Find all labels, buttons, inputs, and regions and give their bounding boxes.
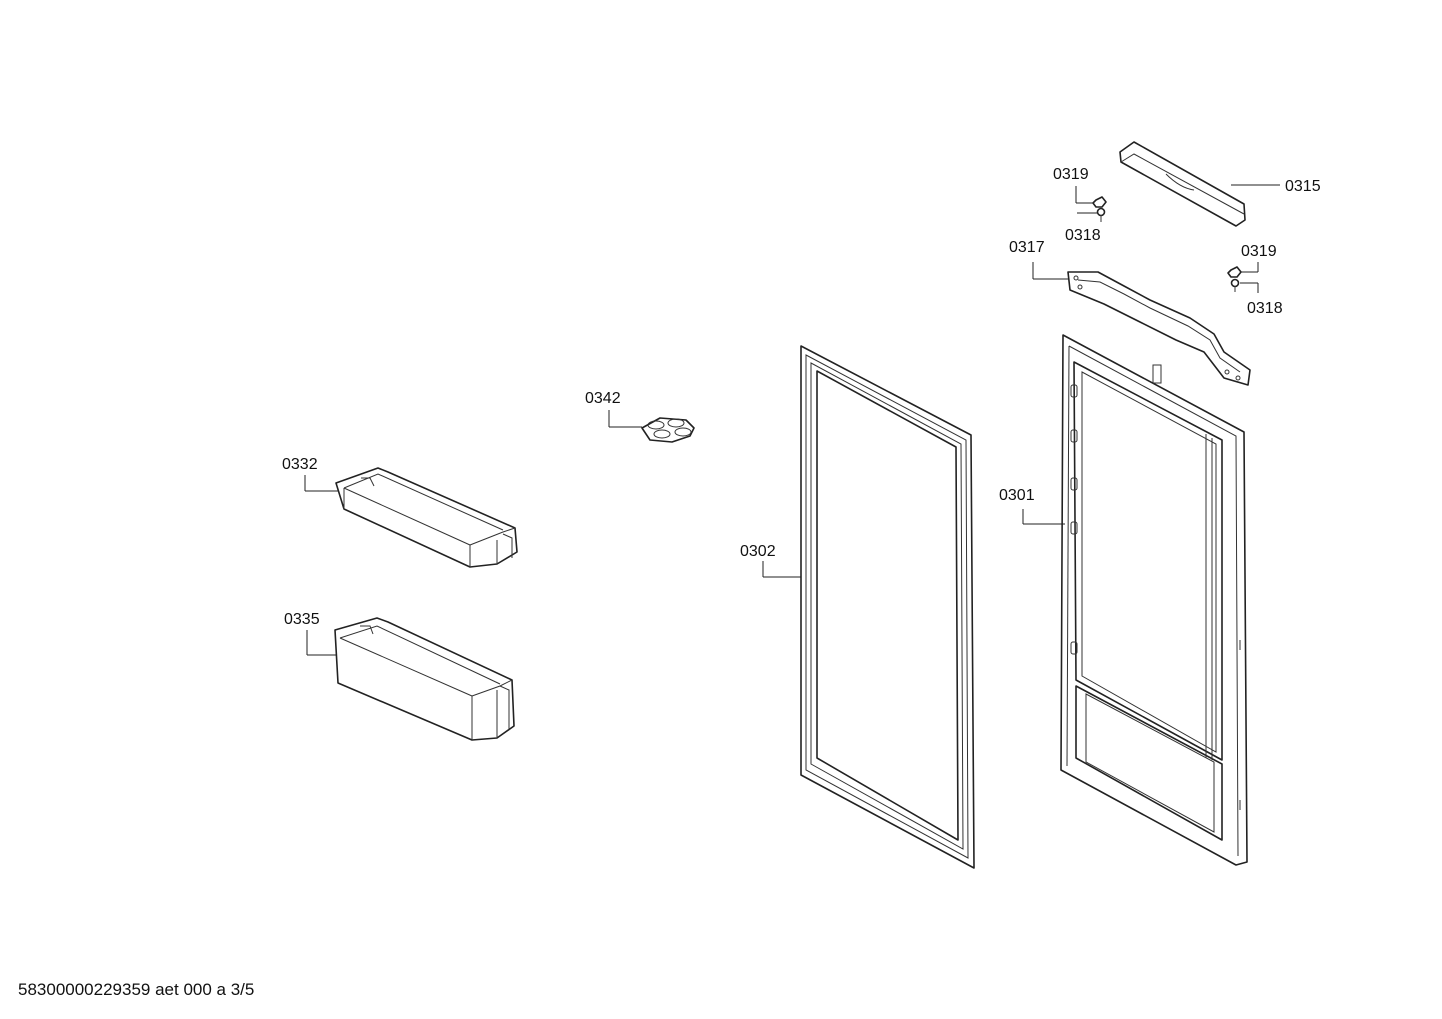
- part-0335-door-shelf-lower[interactable]: [334, 617, 515, 741]
- callout-0335[interactable]: 0335: [284, 611, 320, 628]
- callout-0318-right[interactable]: 0318: [1247, 300, 1283, 317]
- document-id-footer: 58300000229359 aet 000 a 3/5: [18, 980, 255, 999]
- part-0301-door-panel[interactable]: [1060, 334, 1248, 866]
- part-0319-nut-left[interactable]: [1092, 196, 1107, 208]
- callout-0317[interactable]: 0317: [1009, 239, 1045, 256]
- part-0342-egg-tray[interactable]: [641, 417, 695, 443]
- part-0318-screw-right[interactable]: [1230, 278, 1240, 293]
- callout-0332[interactable]: 0332: [282, 456, 318, 473]
- callout-0318-left[interactable]: 0318: [1065, 227, 1101, 244]
- part-0317-hinge-bracket[interactable]: [1067, 271, 1251, 386]
- part-0302-door-gasket[interactable]: [800, 345, 975, 869]
- callout-0315[interactable]: 0315: [1285, 178, 1321, 195]
- part-0332-door-shelf-upper[interactable]: [335, 467, 518, 568]
- part-0318-screw-left[interactable]: [1096, 207, 1106, 223]
- part-0319-nut-right[interactable]: [1227, 266, 1242, 278]
- part-0315-cover-strip[interactable]: [1119, 141, 1246, 227]
- callout-0319-right[interactable]: 0319: [1241, 243, 1277, 260]
- callout-0302[interactable]: 0302: [740, 543, 776, 560]
- callout-0319-left[interactable]: 0319: [1053, 166, 1089, 183]
- callout-0301[interactable]: 0301: [999, 487, 1035, 504]
- callout-0342[interactable]: 0342: [585, 390, 621, 407]
